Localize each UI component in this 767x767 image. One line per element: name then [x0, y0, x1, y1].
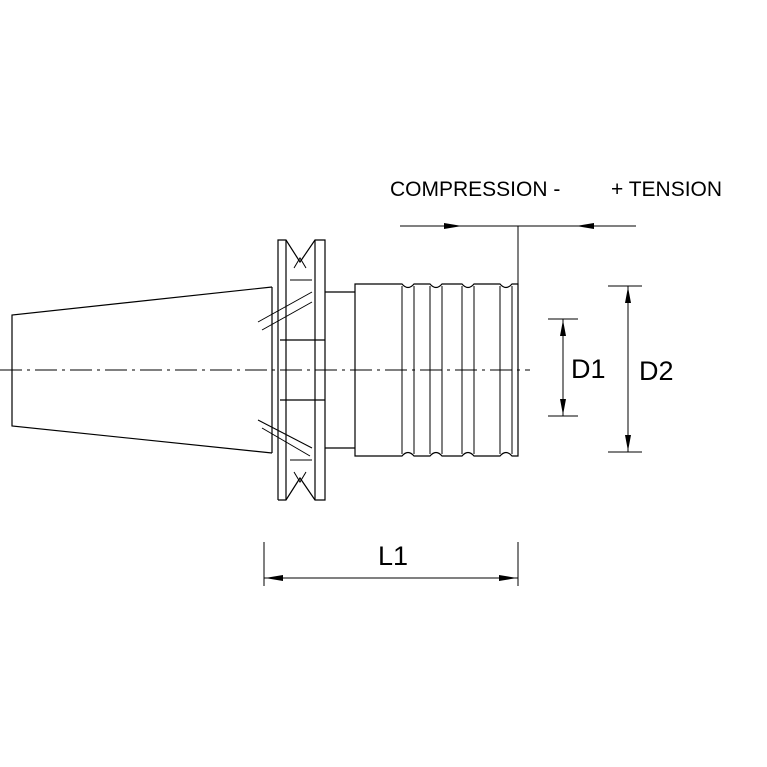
d1-label: D1 [571, 354, 606, 384]
compression-arrow [444, 223, 462, 229]
compression-label: COMPRESSION - [390, 178, 561, 201]
tension-arrow [576, 223, 594, 229]
neck [325, 291, 355, 449]
d2-dimension [608, 285, 642, 453]
compression-tension-dimension [400, 223, 636, 284]
body-cylinder [354, 283, 519, 457]
tension-label: + TENSION [611, 178, 723, 201]
l1-dimension [263, 542, 519, 586]
l1-label: L1 [378, 541, 409, 571]
flange [257, 239, 326, 501]
d1-dimension [548, 318, 578, 417]
d2-label: D2 [639, 356, 674, 386]
